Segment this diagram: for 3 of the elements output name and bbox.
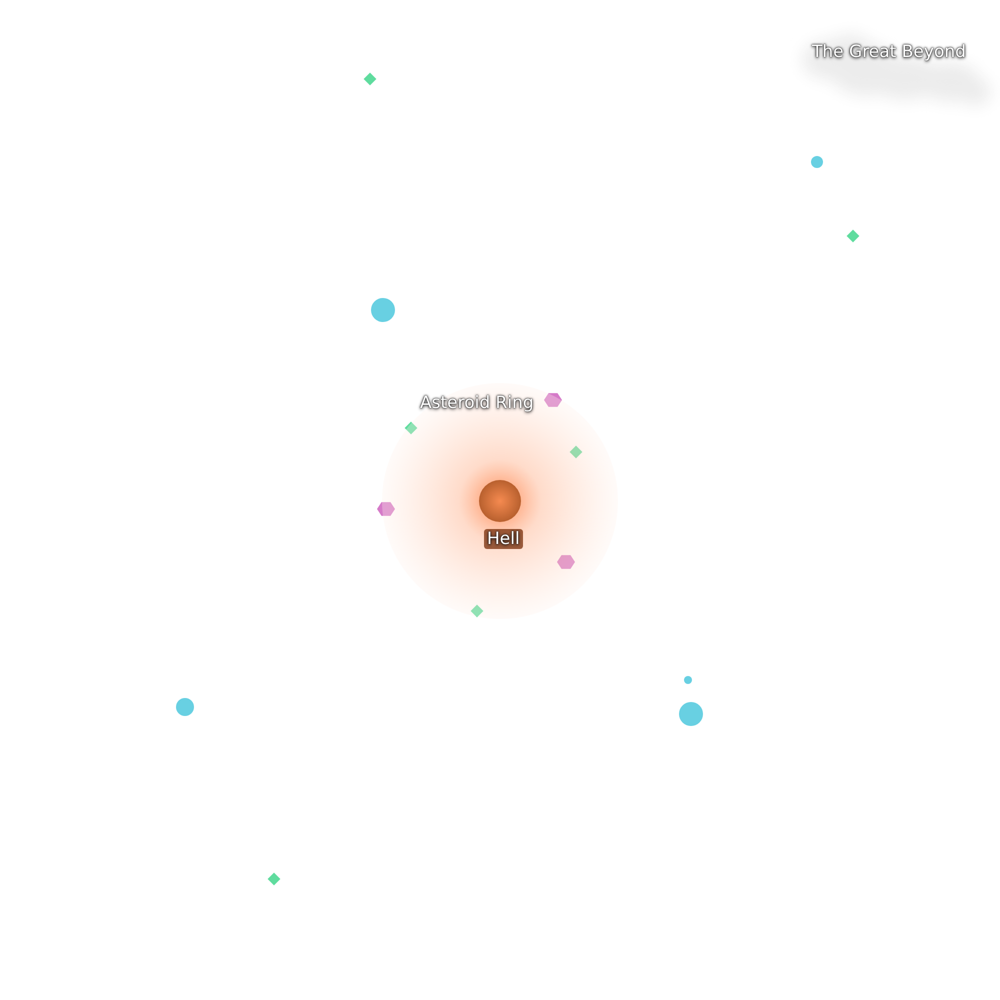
sun-label: Hell [484, 529, 523, 549]
ring-label: Asteroid Ring [420, 393, 534, 413]
cloud-label: The Great Beyond [812, 42, 966, 62]
